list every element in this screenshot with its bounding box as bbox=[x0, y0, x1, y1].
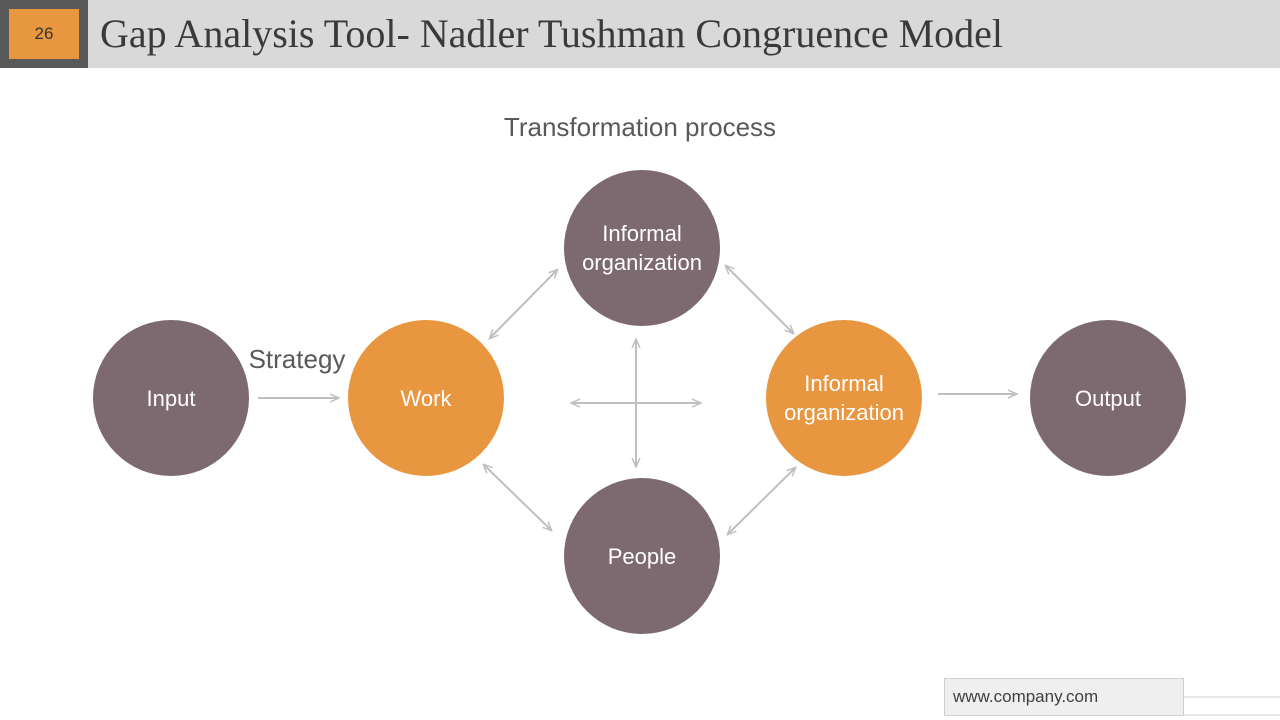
footer-website: www.company.com bbox=[944, 678, 1184, 716]
diagram-subtitle: Transformation process bbox=[503, 112, 777, 142]
node-people: People bbox=[564, 478, 720, 634]
arrow-people-informal-right bbox=[728, 468, 795, 534]
arrow-informal-top-right bbox=[726, 266, 793, 333]
node-informal-organization-top: Informal organization bbox=[564, 170, 720, 326]
slide-header: 26 Gap Analysis Tool- Nadler Tushman Con… bbox=[0, 0, 1280, 68]
strategy-label: Strategy bbox=[248, 344, 346, 374]
slide-number: 26 bbox=[9, 9, 79, 59]
node-input: Input bbox=[93, 320, 249, 476]
node-informal-organization-right: Informal organization bbox=[766, 320, 922, 476]
node-output: Output bbox=[1030, 320, 1186, 476]
slide-number-frame: 26 bbox=[0, 0, 88, 68]
slide-title: Gap Analysis Tool- Nadler Tushman Congru… bbox=[100, 11, 1004, 56]
arrow-work-informal-top bbox=[490, 270, 557, 338]
footer-decoration bbox=[1184, 696, 1280, 716]
node-work: Work bbox=[348, 320, 504, 476]
arrow-work-people bbox=[484, 465, 551, 530]
